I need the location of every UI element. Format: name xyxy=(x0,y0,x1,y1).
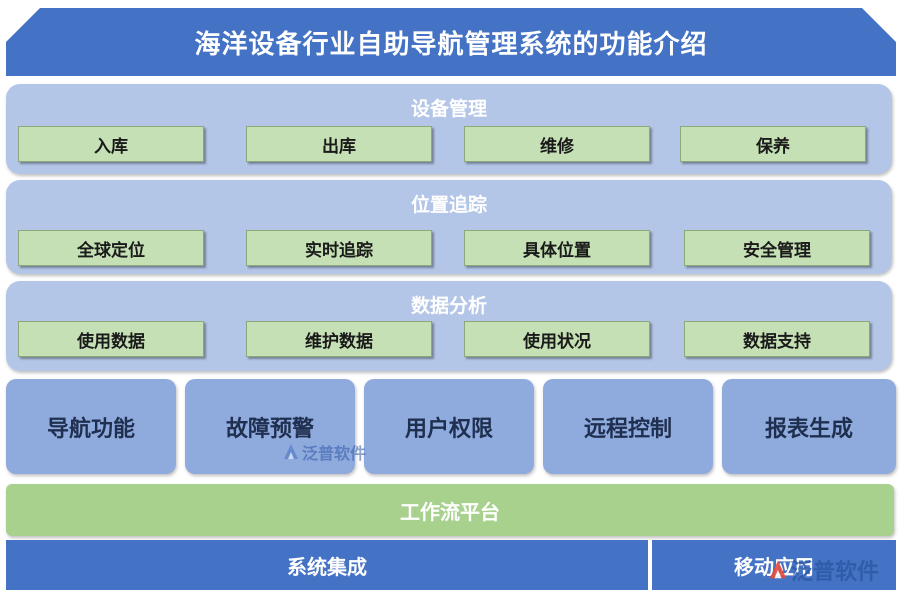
module-item: 使用状况 xyxy=(464,321,650,357)
module-item: 具体位置 xyxy=(464,230,650,266)
section-title: 位置追踪 xyxy=(410,194,487,216)
module-item: 全球定位 xyxy=(18,230,204,266)
section-location-tracking: 位置追踪 全球定位 实时追踪 具体位置 安全管理 xyxy=(6,180,892,274)
module-item: 数据支持 xyxy=(684,321,870,357)
fanpu-logo-icon xyxy=(769,560,787,579)
section-data-analysis: 数据分析 使用数据 维护数据 使用状况 数据支持 xyxy=(6,281,892,371)
module-item: 出库 xyxy=(246,126,432,162)
module-item: 实时追踪 xyxy=(246,230,432,266)
feature-box: 远程控制 xyxy=(543,379,713,474)
section-title: 数据分析 xyxy=(410,295,487,317)
watermark: 泛普软件 xyxy=(280,440,366,464)
module-item: 使用数据 xyxy=(18,321,204,357)
module-item: 维修 xyxy=(464,126,650,162)
fanpu-logo-icon xyxy=(284,444,298,459)
page-title: 海洋设备行业自助导航管理系统的功能介绍 xyxy=(6,8,896,76)
system-integration-bar: 系统集成 xyxy=(6,540,648,590)
watermark-corner: 泛普软件 xyxy=(765,554,879,586)
module-item: 安全管理 xyxy=(684,230,870,266)
feature-box: 用户权限 xyxy=(364,379,534,474)
watermark-text: 泛普软件 xyxy=(791,560,880,585)
module-item: 保养 xyxy=(680,126,866,162)
feature-box: 报表生成 xyxy=(722,379,896,474)
module-item: 维护数据 xyxy=(246,321,432,357)
section-title: 设备管理 xyxy=(410,98,487,120)
mobile-app-bar: 移动应用 xyxy=(652,540,896,590)
feature-box: 故障预警 xyxy=(185,379,355,474)
module-item: 入库 xyxy=(18,126,204,162)
workflow-platform-bar: 工作流平台 xyxy=(6,484,894,536)
feature-box: 导航功能 xyxy=(6,379,176,474)
watermark-text: 泛普软件 xyxy=(302,444,367,463)
section-equipment-management: 设备管理 入库 出库 维修 保养 xyxy=(6,84,892,174)
